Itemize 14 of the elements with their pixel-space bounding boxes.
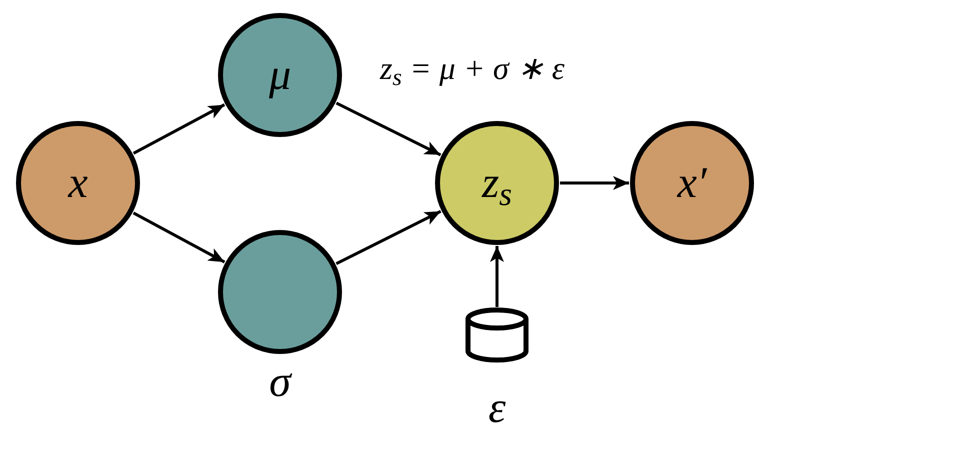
arrow <box>336 102 442 156</box>
arrow <box>336 210 442 266</box>
arrow <box>132 103 226 155</box>
node-caption: σ <box>269 360 291 404</box>
arrow <box>490 246 504 307</box>
node-label: μ <box>268 53 292 97</box>
node-label: z$_{s}$ <box>482 161 512 205</box>
node-caption: ε <box>488 386 506 430</box>
node-label: x′ <box>677 161 707 205</box>
data-cylinder <box>464 307 530 363</box>
equation-label: z$_{s}$ = μ + σ ∗ ε <box>380 52 564 84</box>
arrow <box>560 176 629 190</box>
node-label: x <box>68 161 88 205</box>
arrow <box>132 212 226 264</box>
